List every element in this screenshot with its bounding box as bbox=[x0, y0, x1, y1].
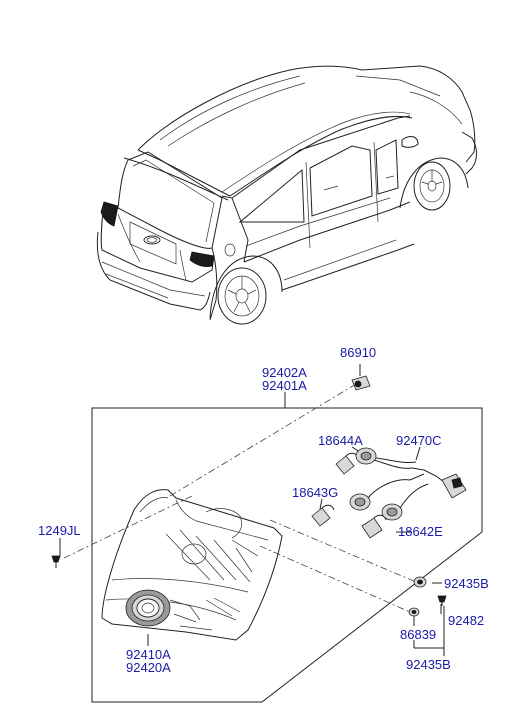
clip-92482 bbox=[437, 595, 447, 606]
screw-1249jl bbox=[51, 555, 61, 568]
nut-86910 bbox=[351, 375, 371, 391]
label-92402a[interactable]: 92402A bbox=[262, 365, 307, 380]
rear-combination-lamp bbox=[101, 489, 283, 641]
label-92482[interactable]: 92482 bbox=[448, 613, 485, 628]
label-92401a[interactable]: 92401A bbox=[262, 378, 307, 393]
label-1249jl[interactable]: 1249JL bbox=[38, 523, 81, 538]
label-92435b-top[interactable]: 92435B bbox=[444, 576, 489, 591]
label-18642e[interactable]: 18642E bbox=[398, 524, 443, 539]
label-92410a[interactable]: 92410A bbox=[126, 647, 171, 662]
guide-lines bbox=[63, 383, 417, 613]
label-86910[interactable]: 86910 bbox=[340, 345, 377, 360]
label-18644a[interactable]: 18644A bbox=[318, 433, 363, 448]
label-92435b-bottom[interactable]: 92435B bbox=[406, 657, 451, 672]
wiring-harness-92470c bbox=[349, 447, 467, 521]
label-92420a[interactable]: 92420A bbox=[126, 660, 171, 675]
bulb-18642e bbox=[361, 514, 387, 539]
label-18643g[interactable]: 18643G bbox=[292, 485, 339, 500]
label-86839[interactable]: 86839 bbox=[400, 627, 437, 642]
bulb-18644a bbox=[335, 452, 359, 475]
clip-92435b-top bbox=[413, 576, 427, 588]
parts-box bbox=[91, 407, 483, 703]
bulb-18643g bbox=[311, 504, 335, 527]
label-92470c[interactable]: 92470C bbox=[396, 433, 442, 448]
grommet-86839 bbox=[408, 607, 420, 617]
car-illustration bbox=[96, 65, 477, 325]
